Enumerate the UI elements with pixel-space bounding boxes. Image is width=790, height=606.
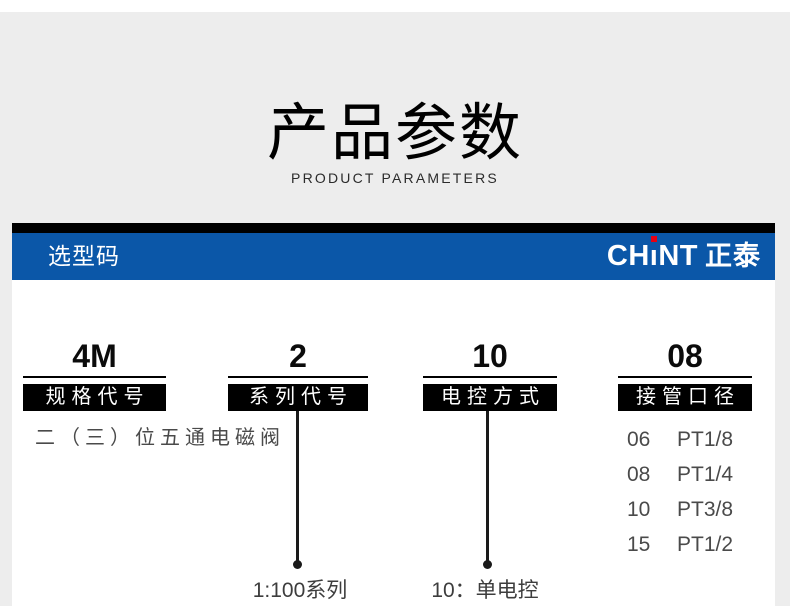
table-row: 15 PT1/2	[627, 533, 733, 557]
spec-note: 二（三）位五通电磁阀	[35, 427, 285, 449]
pipe-code: 06	[627, 428, 651, 451]
code-value: 10	[472, 338, 508, 374]
code-column-control: 10 电控方式	[423, 338, 557, 411]
pipe-size: PT3/8	[677, 498, 734, 521]
section-title: 选型码	[48, 243, 120, 269]
brand-logo-i: ı	[650, 236, 659, 271]
code-label: 规格代号	[23, 384, 166, 411]
code-label: 电控方式	[423, 384, 557, 411]
code-underline	[228, 376, 368, 378]
pipe-size: PT1/2	[677, 533, 734, 556]
code-column-spec: 4M 规格代号	[23, 338, 166, 411]
brand-logo-cjk: 正泰	[705, 241, 761, 271]
code-value: 08	[667, 338, 703, 374]
code-label: 系列代号	[228, 384, 368, 411]
top-white-strip	[0, 0, 790, 12]
pipe-size: PT1/8	[677, 428, 734, 451]
code-underline	[23, 376, 166, 378]
leader-dot-control	[483, 560, 492, 569]
pipe-code: 08	[627, 463, 651, 486]
table-row: 06 PT1/8	[627, 428, 733, 452]
pipe-code: 10	[627, 498, 651, 521]
code-column-port: 08 接管口径	[618, 338, 752, 411]
control-note: 10：单电控	[431, 579, 539, 602]
page-subtitle: PRODUCT PARAMETERS	[291, 170, 499, 186]
pipe-size-table: 06 PT1/8 08 PT1/4 10 PT3/8 15 PT1/2	[627, 428, 733, 568]
pipe-size: PT1/4	[677, 463, 734, 486]
table-row: 10 PT3/8	[627, 498, 733, 522]
code-label: 接管口径	[618, 384, 752, 411]
code-value: 2	[289, 338, 307, 374]
table-row: 08 PT1/4	[627, 463, 733, 487]
series-note: 1:100系列	[252, 579, 348, 602]
code-value: 4M	[72, 338, 117, 374]
code-column-series: 2 系列代号	[228, 338, 368, 411]
leader-line-control	[486, 411, 489, 564]
code-underline	[618, 376, 752, 378]
selection-code-panel: 4M 规格代号 2 系列代号 10 电控方式 08 接管口径 二（三）位五通电磁…	[12, 280, 775, 606]
header-top-rule	[12, 223, 775, 233]
leader-line-series	[296, 411, 299, 564]
brand-logo-red-dot-icon	[651, 236, 658, 242]
page-title: 产品参数	[266, 99, 523, 168]
leader-dot-series	[293, 560, 302, 569]
pipe-code: 15	[627, 533, 651, 556]
code-underline	[423, 376, 557, 378]
